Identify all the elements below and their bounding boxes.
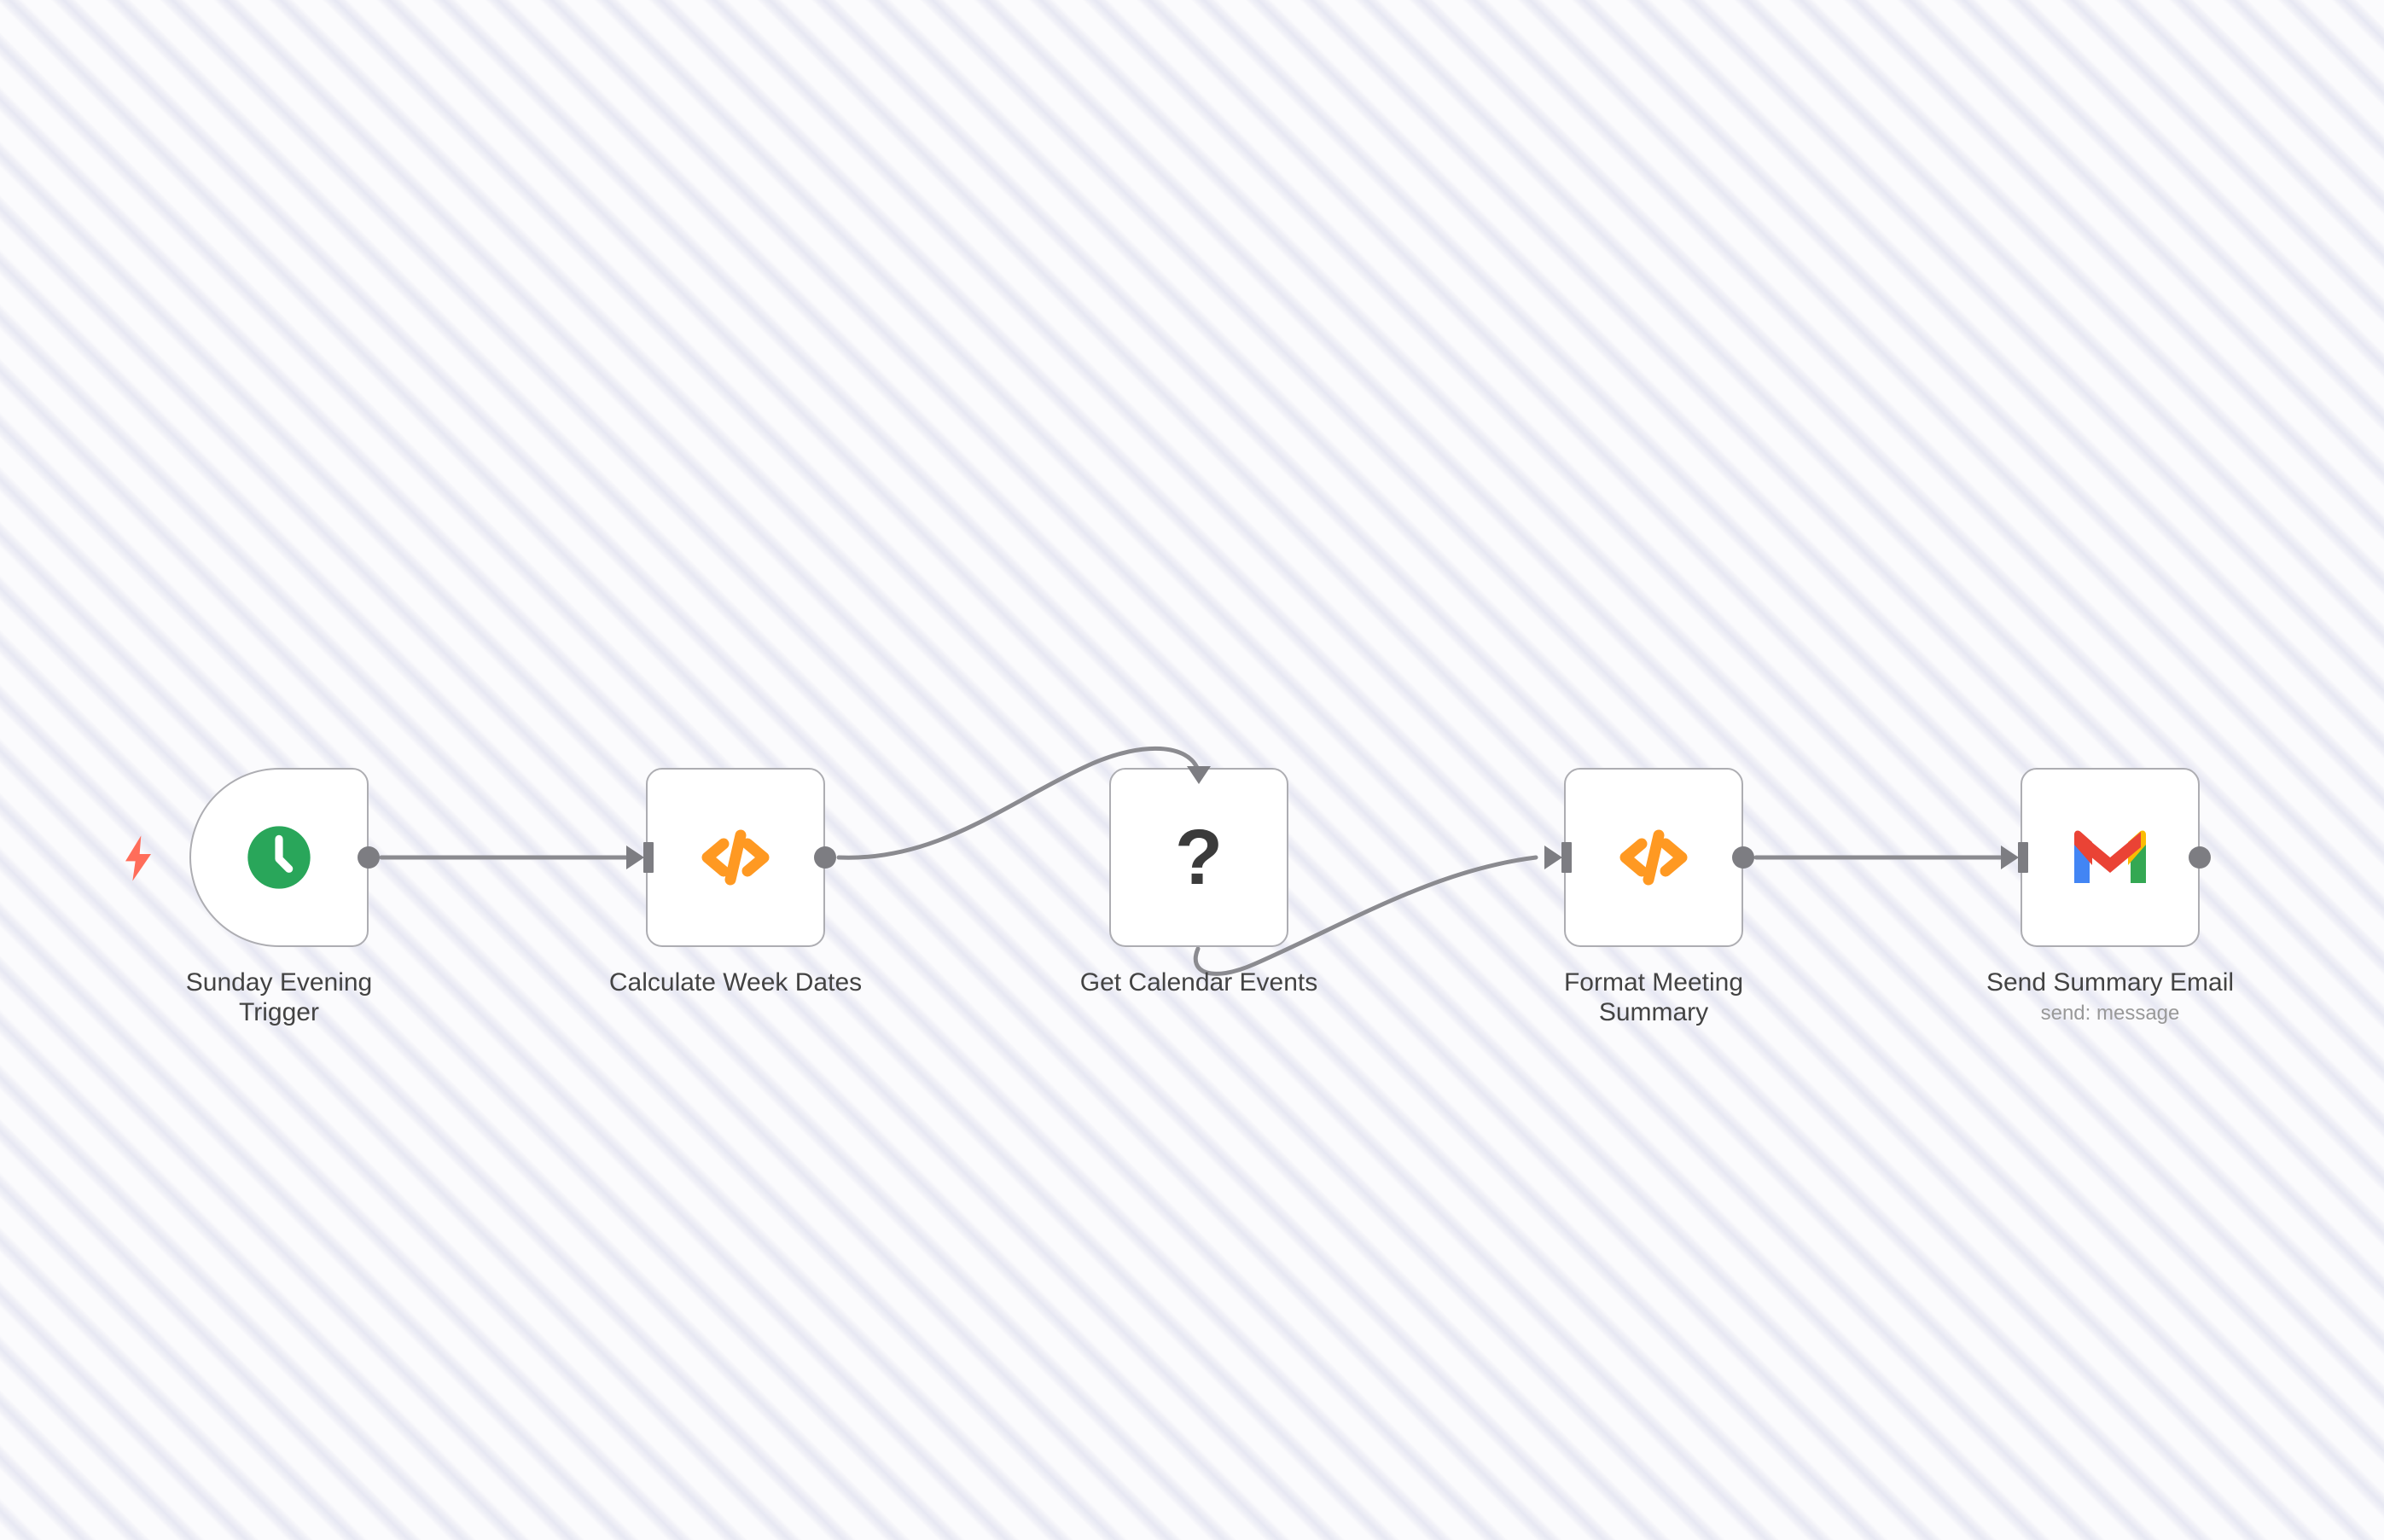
output-port-calculate-week-dates[interactable]	[814, 846, 836, 869]
node-label-get-calendar-events: Get Calendar Events	[1079, 968, 1318, 997]
node-calculate-week-dates[interactable]: Calculate Week Dates	[609, 768, 862, 997]
node-label-trigger: Sunday Evening Trigger	[185, 968, 373, 1026]
input-port-format-meeting-summary[interactable]	[1561, 842, 1572, 873]
input-port-calculate-week-dates[interactable]	[643, 842, 654, 873]
code-icon	[701, 829, 770, 886]
node-box-send-summary-email[interactable]	[2018, 768, 2211, 947]
output-port-bottom-get-calendar-events[interactable]	[1198, 948, 1201, 950]
node-label-format-meeting-summary: Format Meeting Summary	[1563, 968, 1744, 1026]
node-format-meeting-summary[interactable]: Format Meeting Summary	[1561, 768, 1754, 1027]
output-port-send-summary-email[interactable]	[2189, 846, 2211, 869]
node-send-summary-email[interactable]: Send Summary Email send: message	[1986, 768, 2234, 1026]
unknown-node-icon: ?	[1174, 814, 1224, 901]
lightning-bolt-icon	[125, 835, 151, 881]
node-label-calculate-week-dates: Calculate Week Dates	[608, 968, 863, 997]
clock-icon	[247, 826, 311, 889]
node-box-trigger[interactable]	[189, 768, 380, 947]
node-label-send-summary-email: Send Summary Email	[1986, 968, 2235, 997]
node-get-calendar-events[interactable]: ? Get Calendar Events	[1080, 766, 1317, 997]
output-port-trigger[interactable]	[358, 846, 380, 869]
node-sunday-evening-trigger[interactable]: Sunday Evening Trigger	[186, 768, 380, 1027]
gmail-icon	[2074, 830, 2146, 883]
input-port-send-summary-email[interactable]	[2018, 842, 2028, 873]
node-box-get-calendar-events[interactable]: ?	[1109, 766, 1288, 950]
node-box-calculate-week-dates[interactable]	[643, 768, 836, 947]
output-port-format-meeting-summary[interactable]	[1732, 846, 1754, 869]
node-sublabel-send-summary-email: send: message	[2040, 1002, 2180, 1025]
node-box-format-meeting-summary[interactable]	[1561, 768, 1754, 947]
code-icon	[1619, 829, 1688, 886]
input-port-top-get-calendar-events[interactable]	[1187, 766, 1211, 784]
